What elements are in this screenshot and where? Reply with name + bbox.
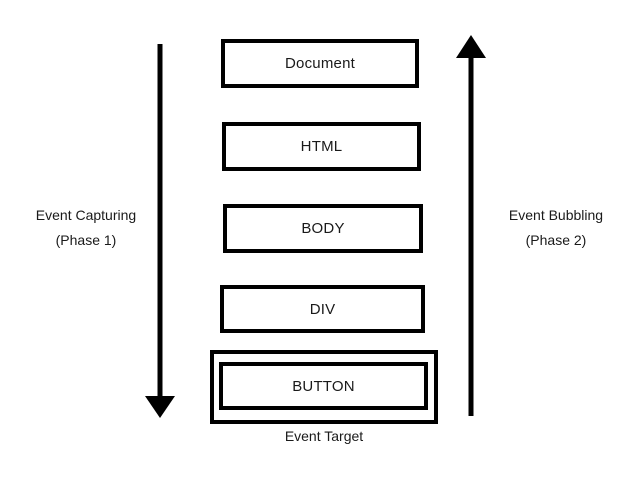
- node-box-button: BUTTON: [219, 362, 428, 410]
- phase-label-capturing: Event Capturing (Phase 1): [8, 203, 164, 253]
- node-box-html: HTML: [222, 122, 421, 171]
- phase-bubbling-number: (Phase 2): [525, 232, 587, 248]
- node-label-div: DIV: [309, 300, 336, 318]
- node-box-body: BODY: [223, 204, 423, 253]
- node-label-button: BUTTON: [292, 377, 355, 395]
- event-target-caption: Event Target: [284, 428, 364, 444]
- arrow-down-icon: [145, 44, 175, 418]
- node-label-html: HTML: [300, 138, 343, 155]
- arrow-up-icon: [456, 35, 486, 416]
- node-box-document: Document: [221, 39, 419, 88]
- node-box-div: DIV: [220, 285, 425, 333]
- node-label-document: Document: [285, 55, 355, 72]
- phase-bubbling-name: Event Bubbling: [508, 207, 604, 223]
- phase-capturing-name: Event Capturing: [35, 207, 137, 223]
- phase-capturing-number: (Phase 1): [55, 232, 117, 248]
- node-label-body: BODY: [301, 220, 345, 237]
- phase-label-bubbling: Event Bubbling (Phase 2): [478, 203, 634, 253]
